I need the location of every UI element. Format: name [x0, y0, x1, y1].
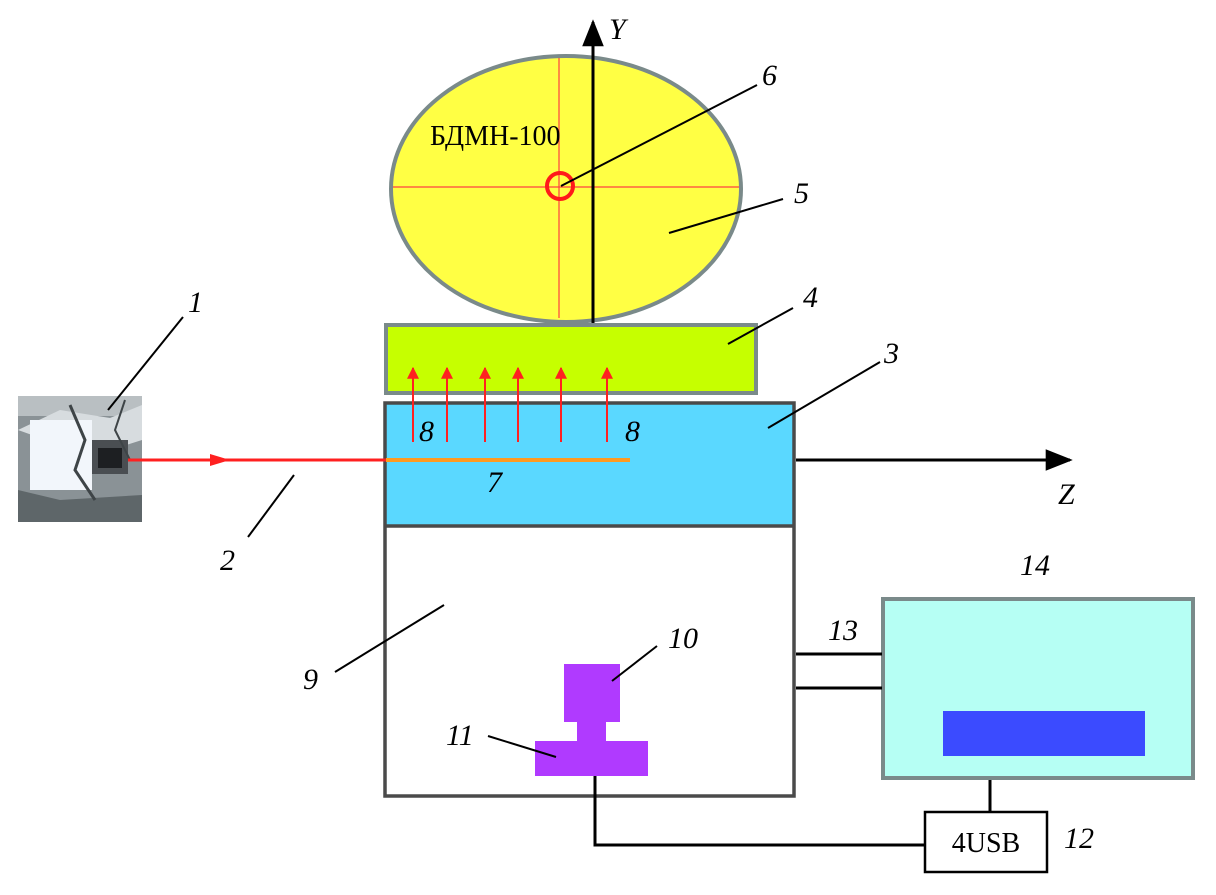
z-axis-label: Z [1058, 478, 1075, 511]
leader-9 [334, 604, 445, 673]
label-6: 6 [762, 59, 777, 92]
label-3: 3 [883, 337, 899, 370]
leader-2 [247, 474, 295, 538]
label-1: 1 [188, 286, 203, 319]
chamber-upper [385, 403, 794, 526]
leader-11 [487, 735, 557, 758]
leader-6 [560, 84, 758, 187]
component-neck [577, 720, 606, 742]
label-4: 4 [803, 281, 818, 314]
housing [383, 401, 796, 798]
leader-1 [107, 316, 184, 411]
component-10 [564, 664, 620, 722]
label-12: 12 [1064, 822, 1094, 855]
component-11 [535, 741, 648, 776]
leader-10 [611, 645, 658, 682]
emission-arrows [407, 366, 613, 442]
detector-disk [389, 54, 743, 324]
cable-usb [593, 776, 924, 847]
monitor-screen [943, 711, 1145, 756]
plate-4 [384, 323, 758, 395]
usb-label: 4USB [952, 828, 1020, 859]
usb-box [923, 810, 1049, 874]
leader-3 [767, 361, 881, 429]
y-axis-label: Y [609, 13, 629, 46]
leader-5 [668, 198, 784, 234]
label-2: 2 [220, 544, 235, 577]
label-10: 10 [668, 622, 698, 655]
label-5: 5 [794, 177, 809, 210]
label-8b: 8 [625, 415, 640, 448]
beam-arrowhead [210, 454, 230, 466]
detector-label: БДМН-100 [430, 121, 561, 152]
source-device [18, 396, 142, 522]
leader-4 [727, 307, 794, 345]
label-11: 11 [446, 719, 474, 752]
label-8a: 8 [419, 415, 434, 448]
detector-center-ring [545, 171, 575, 201]
label-13: 13 [828, 614, 858, 647]
label-9: 9 [303, 663, 318, 696]
label-7: 7 [487, 466, 504, 499]
label-14: 14 [1020, 549, 1050, 582]
